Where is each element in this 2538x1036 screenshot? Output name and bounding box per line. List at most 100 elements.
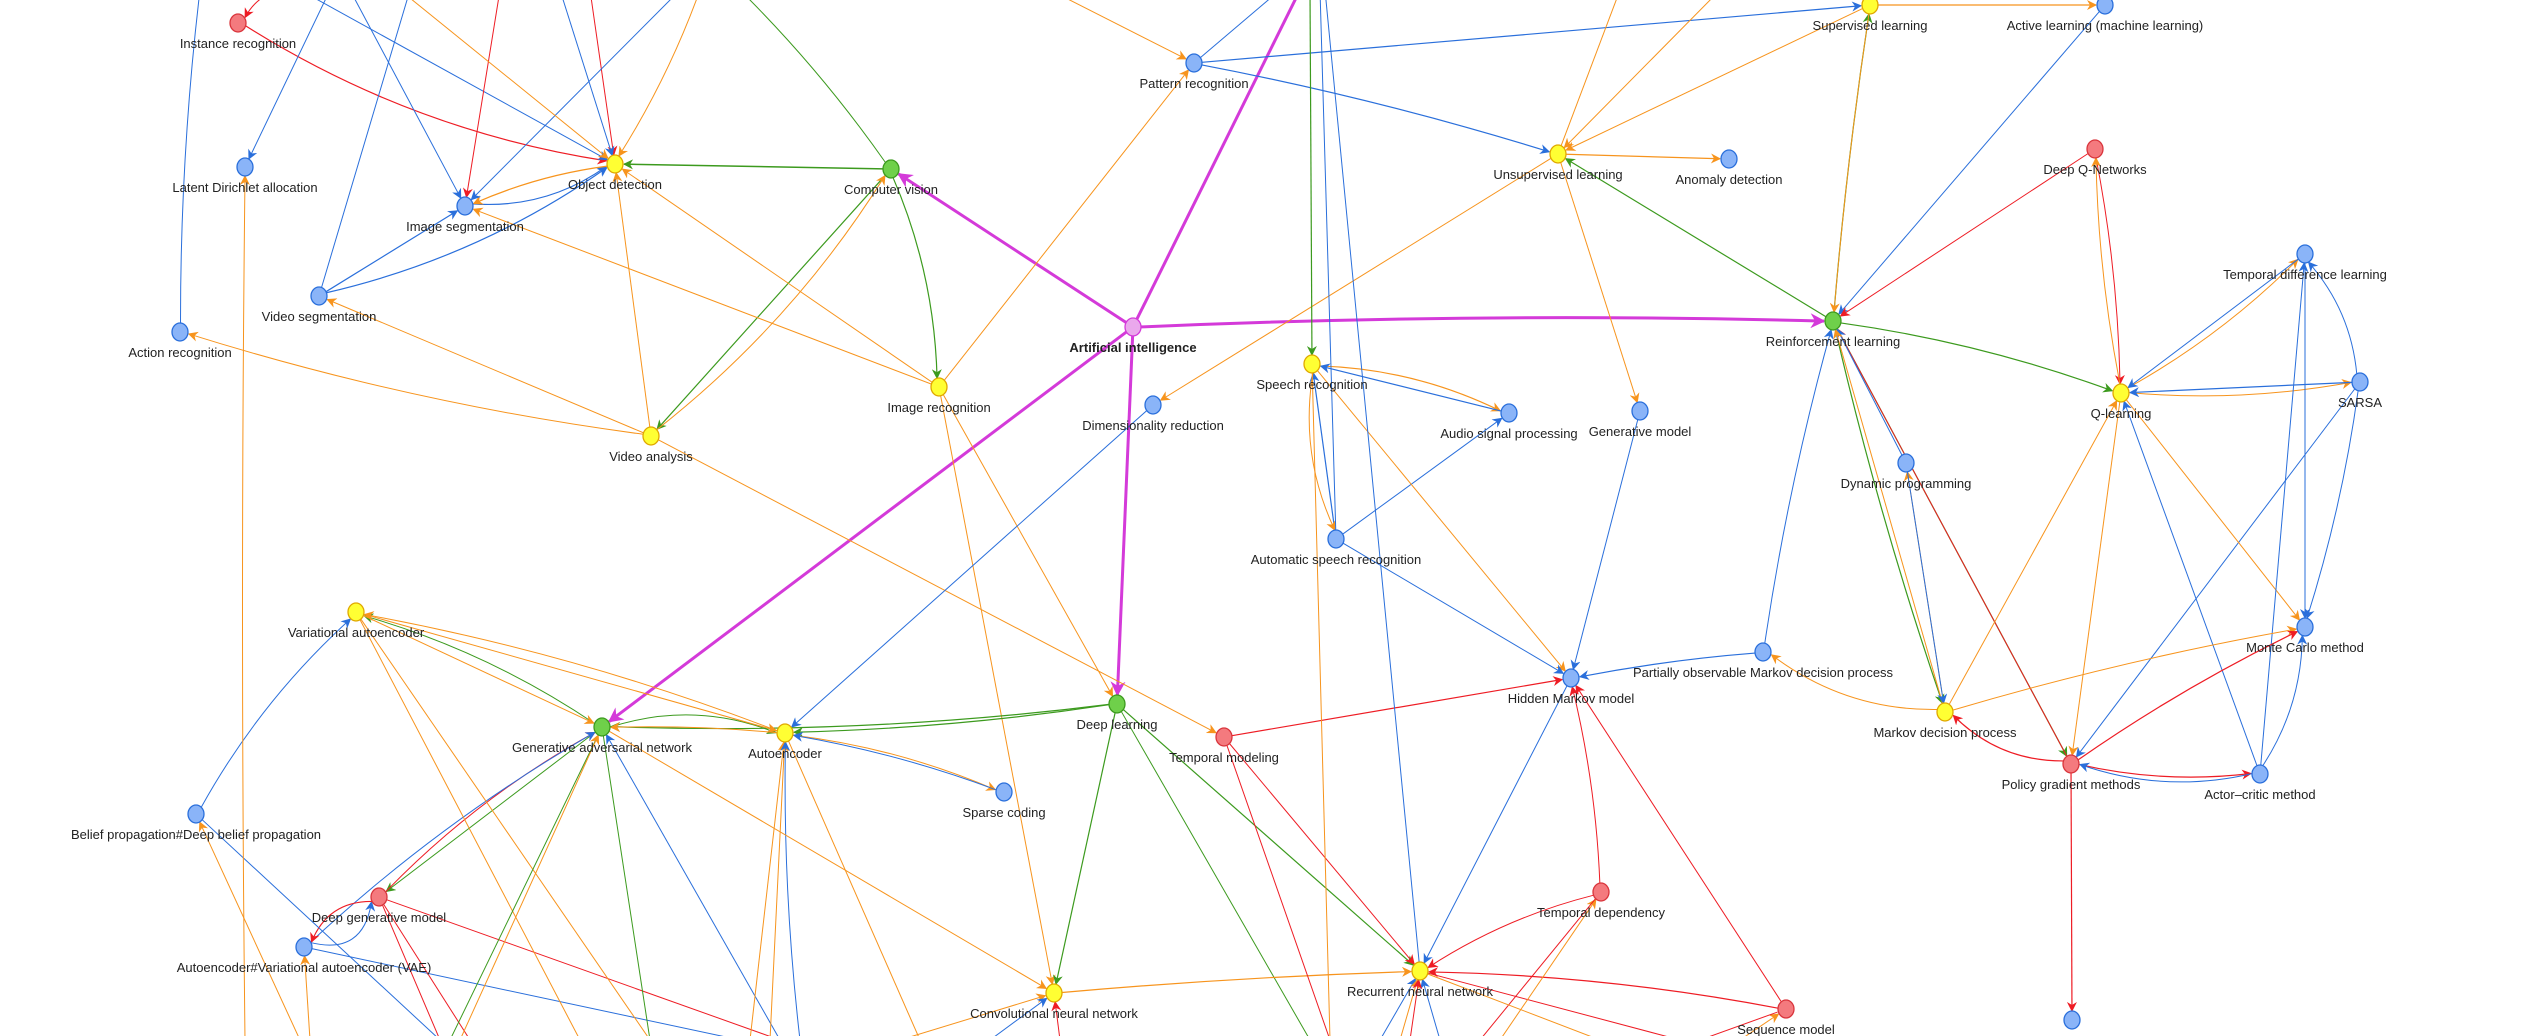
node-circle[interactable] (2296, 244, 2314, 264)
node-circle[interactable] (2112, 383, 2130, 403)
node-circle[interactable] (1215, 727, 1233, 747)
node-circle[interactable] (593, 717, 611, 737)
node-rnn[interactable]: Recurrent neural network (1347, 961, 1493, 999)
node-gan[interactable]: Generative adversarial network (512, 717, 692, 755)
node-circle[interactable] (171, 322, 189, 342)
node-cnn[interactable]: Convolutional neural network (970, 983, 1138, 1021)
node-tempdep[interactable]: Temporal dependency (1537, 882, 1665, 920)
node-circle[interactable] (642, 426, 660, 446)
node-hmm[interactable]: Hidden Markov model (1508, 668, 1635, 706)
node-objdet[interactable]: Object detection (568, 154, 662, 192)
node-circle[interactable] (1124, 317, 1142, 337)
node-circle[interactable] (1185, 53, 1203, 73)
node-circle[interactable] (310, 286, 328, 306)
node-circle[interactable] (187, 804, 205, 824)
node-pomdp[interactable]: Partially observable Markov decision pro… (1633, 642, 1894, 680)
node-seqmodel[interactable]: Sequence model (1737, 999, 1835, 1036)
node-lda[interactable]: Latent Dirichlet allocation (172, 157, 318, 195)
edge (612, 171, 651, 429)
node-circle[interactable] (1144, 395, 1162, 415)
node-action[interactable]: Action recognition (128, 322, 232, 360)
node-circle[interactable] (456, 196, 474, 216)
node-dqn[interactable]: Deep Q-Networks (2043, 139, 2147, 177)
node-circle[interactable] (236, 157, 254, 177)
node-aevae[interactable]: Autoencoder#Variational autoencoder (VAE… (177, 937, 432, 975)
node-circle[interactable] (1861, 0, 1879, 15)
node-circle[interactable] (606, 154, 624, 174)
node-label: Temporal modeling (1169, 750, 1279, 765)
node-circle[interactable] (2096, 0, 2114, 15)
node-circle[interactable] (1824, 311, 1842, 331)
node-circle[interactable] (995, 782, 1013, 802)
node-rl[interactable]: Reinforcement learning (1766, 311, 1900, 349)
node-sparse[interactable]: Sparse coding (962, 782, 1046, 820)
node-asr[interactable]: Automatic speech recognition (1251, 529, 1422, 567)
node-circle[interactable] (1754, 642, 1772, 662)
node-circle[interactable] (1936, 702, 1954, 722)
node-circle[interactable] (1411, 961, 1429, 981)
node-circle[interactable] (2063, 1010, 2081, 1030)
node-circle[interactable] (1720, 149, 1738, 169)
node-cv[interactable]: Computer vision (844, 159, 938, 197)
node-deepgen[interactable]: Deep generative model (312, 887, 447, 925)
node-circle[interactable] (1592, 882, 1610, 902)
node-speech[interactable]: Speech recognition (1256, 354, 1368, 392)
node-circle[interactable] (1777, 999, 1795, 1019)
node-circle[interactable] (347, 602, 365, 622)
node-mdp[interactable]: Markov decision process (1873, 702, 2017, 740)
node-circle[interactable] (1327, 529, 1345, 549)
node-circle[interactable] (882, 159, 900, 179)
node-tempmod[interactable]: Temporal modeling (1169, 727, 1279, 765)
node-circle[interactable] (370, 887, 388, 907)
edge (942, 393, 1114, 698)
node-ai[interactable]: Artificial intelligence (1069, 317, 1197, 355)
node-vidseg[interactable]: Video segmentation (262, 286, 377, 324)
node-circle[interactable] (2086, 139, 2104, 159)
node-circle[interactable] (1562, 668, 1580, 688)
node-circle[interactable] (1303, 354, 1321, 374)
node-circle[interactable] (2062, 754, 2080, 774)
node-circle[interactable] (1549, 144, 1567, 164)
node-active[interactable]: Active learning (machine learning) (2007, 0, 2204, 33)
node-policygrad[interactable]: Policy gradient methods (2002, 754, 2141, 792)
node-qlearn[interactable]: Q-learning (2091, 383, 2152, 421)
edge (1570, 418, 1639, 671)
node-circle[interactable] (2251, 764, 2269, 784)
node-instance[interactable]: Instance recognition (180, 13, 296, 51)
node-vae[interactable]: Variational autoencoder (288, 602, 425, 640)
node-bottomnode[interactable] (2063, 1010, 2081, 1030)
node-audio[interactable]: Audio signal processing (1440, 403, 1578, 441)
node-genmodel[interactable]: Generative model (1589, 401, 1692, 439)
node-circle[interactable] (1631, 401, 1649, 421)
node-circle[interactable] (1500, 403, 1518, 423)
node-anomaly[interactable]: Anomaly detection (1676, 149, 1783, 187)
node-dimred[interactable]: Dimensionality reduction (1082, 395, 1224, 433)
node-circle[interactable] (1108, 694, 1126, 714)
edge (1565, 153, 1721, 164)
node-dynprog[interactable]: Dynamic programming (1841, 453, 1972, 491)
node-label: Hidden Markov model (1508, 691, 1635, 706)
node-circle[interactable] (1897, 453, 1915, 473)
node-label: Deep learning (1077, 717, 1158, 732)
node-circle[interactable] (930, 377, 948, 397)
node-circle[interactable] (1045, 983, 1063, 1003)
node-imgrec[interactable]: Image recognition (887, 377, 991, 415)
node-vidanalysis[interactable]: Video analysis (609, 426, 693, 464)
node-actorcritic[interactable]: Actor–critic method (2204, 764, 2316, 802)
node-tdl[interactable]: Temporal difference learning (2223, 244, 2387, 282)
node-sarsa[interactable]: SARSA (2338, 372, 2382, 410)
node-circle[interactable] (2296, 617, 2314, 637)
node-circle[interactable] (2351, 372, 2369, 392)
node-beliefprop[interactable]: Belief propagation#Deep belief propagati… (71, 804, 321, 842)
node-autoenc[interactable]: Autoencoder (748, 723, 823, 761)
node-circle[interactable] (229, 13, 247, 33)
node-montecarlo[interactable]: Monte Carlo method (2246, 617, 2364, 655)
node-circle[interactable] (776, 723, 794, 743)
node-label: Deep Q-Networks (2043, 162, 2147, 177)
node-pattern[interactable]: Pattern recognition (1139, 53, 1249, 91)
node-supervised[interactable]: Supervised learning (1813, 0, 1928, 33)
node-unsupervised[interactable]: Unsupervised learning (1493, 144, 1623, 182)
node-imgseg[interactable]: Image segmentation (406, 196, 524, 234)
node-dl[interactable]: Deep learning (1077, 694, 1158, 732)
node-circle[interactable] (295, 937, 313, 957)
